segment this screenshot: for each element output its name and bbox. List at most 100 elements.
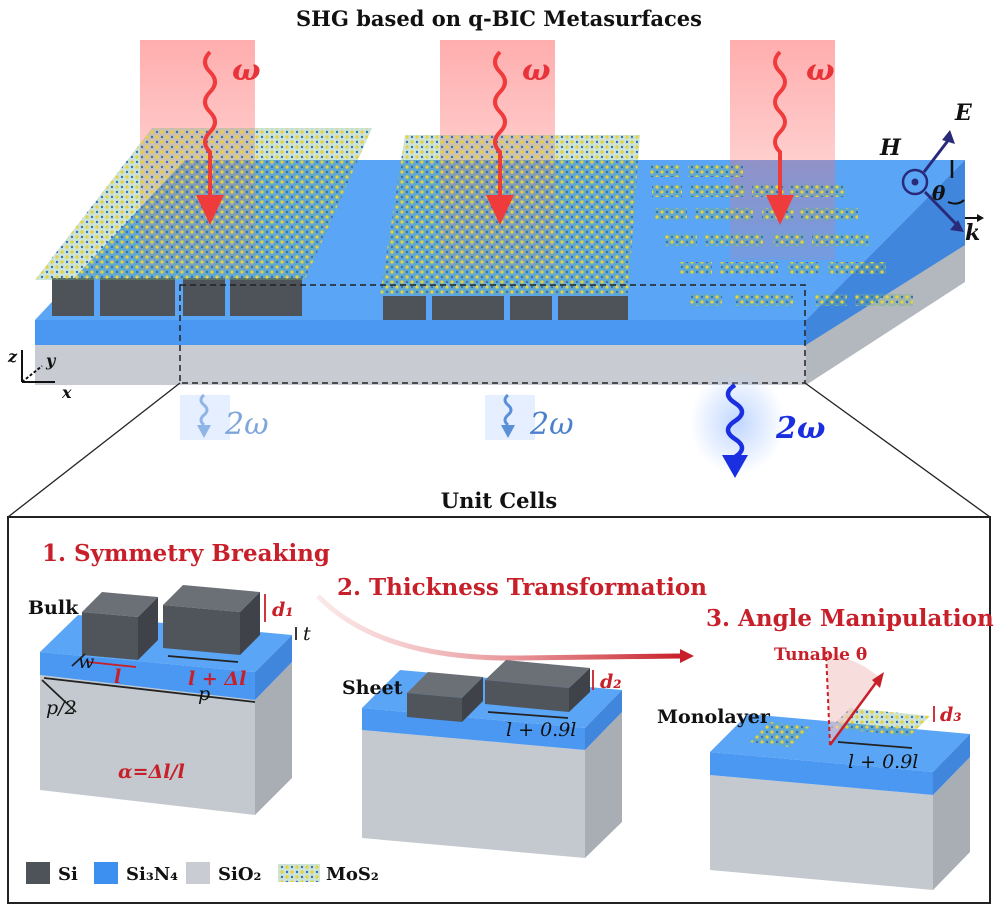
coordinate-axes [21,350,55,383]
bulk-t-label: t [303,623,311,645]
sh-label-3: 2ω [775,411,825,446]
axis-y-label: y [45,351,57,370]
bulk-si-block-1-top [82,592,158,617]
si-block [558,296,628,320]
bulk-si3n4-front [40,652,255,700]
h-field-icon [901,168,929,196]
unit-cell-selection [179,284,806,384]
mos2-island [695,208,753,220]
k-vector-overline-head [977,214,984,222]
polarization-diagram: H E θ k [879,100,984,246]
bulk-label: Bulk [28,597,79,619]
substrate-sio2-front [35,335,806,385]
mono-mos2-island-1 [750,722,810,747]
sh-output-1: 2ω [180,393,269,442]
mos2-island [690,185,745,197]
bulk-si-block-1-side [138,597,158,660]
si-block [510,296,552,320]
si-block [383,296,426,320]
mos2-sheet [380,135,640,295]
bulk-p-label: p [198,683,210,705]
mono-sio2-side [933,757,970,890]
mos2-island [855,294,913,306]
progression-arrow [316,594,681,661]
sheet-sio2-side [585,712,622,858]
mos2-island [828,262,886,274]
bulk-p-half-label: p/2 [46,697,77,719]
mono-si3n4-side [933,734,970,795]
sh-arrowhead-2 [501,425,515,438]
mos2-island [790,185,845,197]
unit-cells-panel [7,516,991,904]
sh-wave-3 [725,383,745,459]
bulk-si3n4-side [255,635,292,700]
bulk-dim-arrows [41,594,297,713]
step-thickness-transformation: 2. Thickness Transformation [337,574,707,601]
axis-x-label: x [61,383,72,402]
mos2-island [655,208,687,220]
legend-label-si: Si [58,864,78,885]
bulk-d1-label: d₁ [272,599,294,621]
mos2-island [735,294,793,306]
legend-swatch-mos2 [278,864,320,882]
monolayer-region [650,165,913,306]
bulk-l-plus-dl-label: l + Δl [188,668,246,690]
e-field-label: E [954,100,973,126]
zoom-line-left [7,382,181,518]
mos2-island [773,234,805,246]
mos2-island [680,262,712,274]
sh-output-2: 2ω [485,393,574,442]
tunable-angle-arrow [828,679,880,746]
progression-arrowhead [680,649,694,663]
sheet-si-block-1-front [407,693,462,722]
bulk-sio2-front [40,675,255,815]
tunable-theta-label: Tunable θ [774,645,867,665]
sh-wave-2 [503,393,513,427]
monolayer-label: Monolayer [657,706,771,728]
alpha-definition: α=Δl/l [118,761,185,783]
k-vector-arrowhead [950,220,964,232]
sheet-si-block-2-top [485,660,590,688]
tunable-angle-wedge [826,652,880,745]
sheet-si3n4-side [585,690,622,750]
h-field-label: H [879,135,902,161]
mos2-island [788,262,820,274]
bulk-si-block-1-front [82,612,138,660]
mono-l-arrow [837,741,913,749]
sheet-si-block-2-side [569,668,590,712]
pump-arrow-3 [766,50,794,225]
mono-d3-label: d₃ [940,704,962,726]
si-block [230,278,302,316]
sh-arrowhead-1 [197,425,211,438]
pump-omega-1: ω [232,53,261,88]
sheet-si-block-2-front [485,680,569,712]
zoom-line-right [804,382,991,518]
mos2-island [652,185,682,197]
sh-label-1: 2ω [224,407,269,442]
bulk-w-label: w [78,651,94,673]
monolayer-cell [710,708,970,890]
sheet-l09-label: l + 0.9l [506,719,576,741]
legend-label-mos2: MoS₂ [326,864,379,885]
si-block [183,278,225,316]
sheet-si-block-1-side [462,677,483,722]
e-field-arrowhead [942,130,955,144]
si-block [52,278,94,316]
mos2-island [800,208,858,220]
mos2-island [812,234,870,246]
tunable-angle-reference [825,651,831,746]
sheet-sio2-front [362,730,585,858]
e-field-arrow [922,137,952,173]
substrate-si3n4-front [35,320,806,345]
k-vector-arrow [923,190,960,228]
sheet-label: Sheet [342,677,403,699]
sh-wave-1 [199,393,209,427]
bulk-si-block-2-side [240,592,260,655]
si-block [100,278,175,316]
mono-si3n4-front [710,752,933,795]
mono-l09-label: l + 0.9l [848,751,918,773]
theta-label: θ [932,181,946,205]
mono-sio2-front [710,775,933,890]
mos2-island [688,165,743,177]
